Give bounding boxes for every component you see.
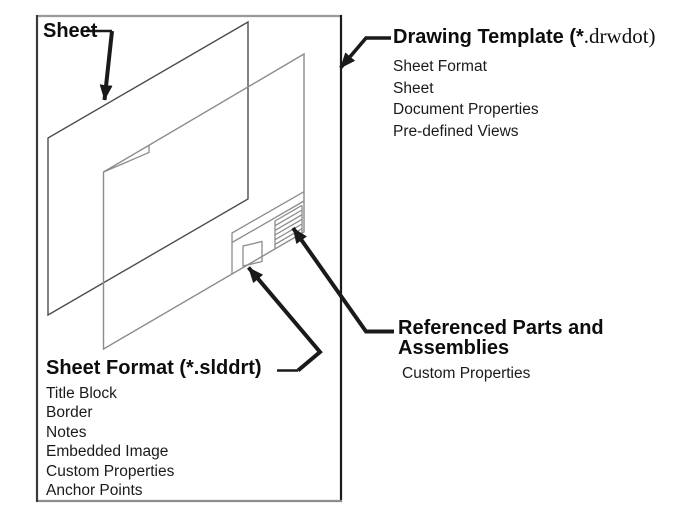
list-item: Title Block <box>46 385 117 402</box>
drawing-template-block: Drawing Template (*.drwdot) Sheet Format… <box>393 24 656 142</box>
list-item: Anchor Points <box>46 482 143 500</box>
sheet-label: Sheet <box>43 20 98 42</box>
title-block <box>231 191 305 274</box>
front-sheet-notch <box>103 145 150 173</box>
front-sheet <box>102 52 305 351</box>
referenced-parts-arrow <box>291 226 394 334</box>
title-block-outline <box>231 191 305 274</box>
referenced-parts-items: Custom Properties <box>402 364 604 384</box>
referenced-parts-block: Referenced Parts and Assemblies Custom P… <box>398 318 604 384</box>
list-item: Custom Properties <box>46 462 175 480</box>
drawing-template-arrow <box>339 36 391 70</box>
sheet-arrow <box>86 29 114 101</box>
referenced-parts-heading: Referenced Parts and Assemblies <box>398 317 604 359</box>
list-item: Embedded Image <box>46 443 169 461</box>
drawing-template-extension: .drwdot) <box>583 24 656 48</box>
list-item: Border <box>46 404 93 422</box>
drawing-template-heading: Drawing Template (*.drwdot) <box>393 24 656 49</box>
sheet-format-heading: Sheet Format (*.slddrt) <box>46 357 262 379</box>
sheet-format-items: Title Block Border Notes Embedded Image … <box>46 384 262 500</box>
list-item: Sheet Format <box>393 58 487 75</box>
title-block-anchor-cell <box>242 240 263 267</box>
list-item: Pre-defined Views <box>393 122 519 140</box>
list-item: Document Properties <box>393 101 539 118</box>
back-sheet <box>47 20 249 317</box>
sheet-format-arrow <box>246 266 323 373</box>
parts-list-cell <box>274 204 303 249</box>
title-block-row-line <box>231 200 305 244</box>
list-item: Custom Properties <box>402 365 531 382</box>
list-item: Notes <box>46 423 87 441</box>
drawing-template-items: Sheet Format Sheet Document Properties P… <box>393 56 656 142</box>
sheet-format-block: Sheet Format (*.slddrt) Title Block Bord… <box>46 356 262 500</box>
callout-arrows <box>86 29 394 373</box>
drawing-template-heading-bold: Drawing Template (* <box>393 26 584 48</box>
list-item: Sheet <box>393 79 434 97</box>
outer-box <box>35 14 343 503</box>
